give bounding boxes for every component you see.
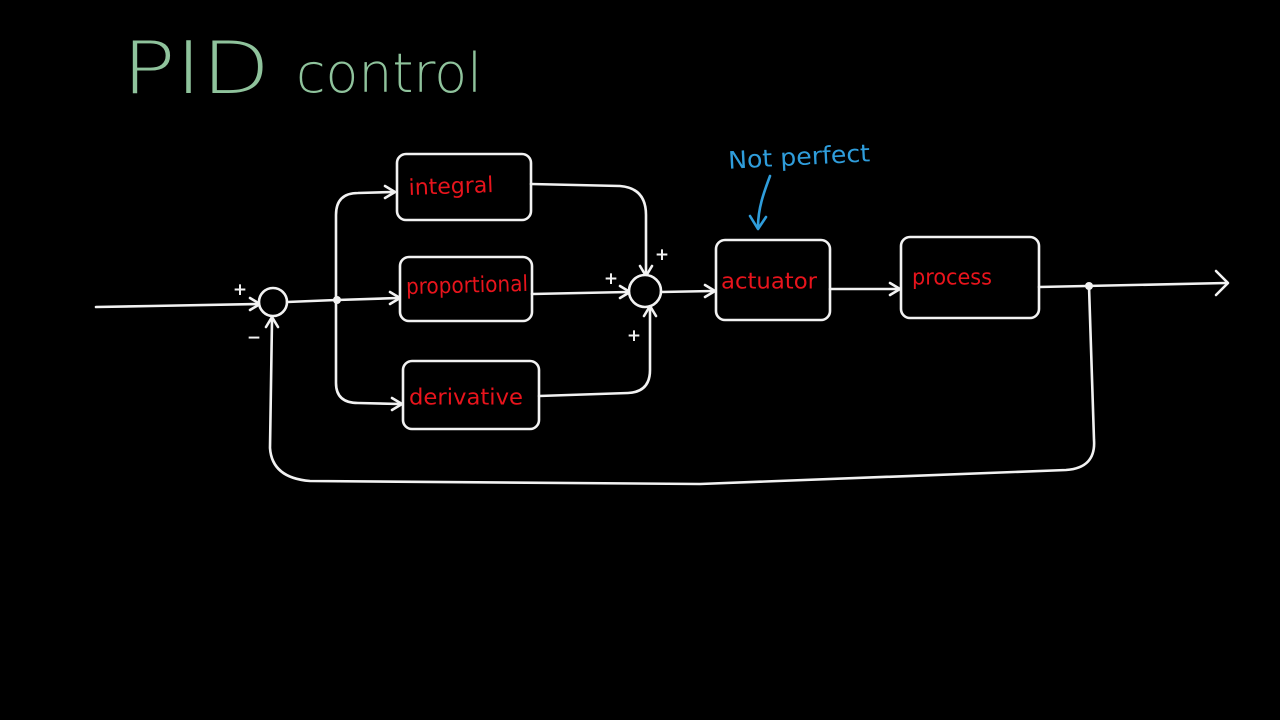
process-label: process — [912, 266, 992, 291]
actuator-block — [714, 238, 832, 322]
error-summing-junction — [257, 286, 289, 318]
proportional-label: proportional — [406, 272, 529, 300]
output-arrowhead — [1214, 269, 1230, 297]
branch-to-integral — [334, 190, 395, 302]
not-perfect-arrowhead — [748, 214, 768, 231]
actuator-label: actuator — [721, 270, 818, 295]
sum-integral-sign: + — [655, 245, 669, 265]
feedback-arrowhead — [264, 315, 280, 329]
proportional-block — [398, 255, 534, 323]
integral-input-arrowhead — [383, 184, 397, 200]
sum-proportional-sign: + — [604, 269, 618, 289]
derivative-to-sum — [537, 306, 652, 398]
feedback-path — [268, 284, 1096, 486]
error-plus-sign: + — [233, 280, 247, 300]
integral-label: integral — [408, 173, 494, 201]
error-line — [285, 298, 338, 304]
derivative-label: derivative — [409, 386, 523, 411]
not-perfect-arrow — [756, 174, 772, 229]
proportional-to-sum — [530, 290, 630, 296]
branch-to-derivative — [334, 298, 402, 406]
integral-to-sum — [529, 182, 648, 276]
sum-to-actuator — [659, 289, 715, 294]
branch-to-proportional — [335, 296, 400, 302]
sum-derivative-sign: + — [627, 326, 641, 346]
pid-summing-junction — [627, 273, 663, 309]
output-line — [1037, 281, 1228, 289]
input-line — [94, 302, 260, 309]
process-block — [899, 235, 1041, 320]
error-minus-sign: − — [247, 328, 261, 348]
title-pid: PID — [122, 26, 270, 110]
integral-block — [395, 152, 533, 222]
title-control: control — [296, 42, 482, 105]
not-perfect-note: Not perfect — [727, 139, 870, 174]
